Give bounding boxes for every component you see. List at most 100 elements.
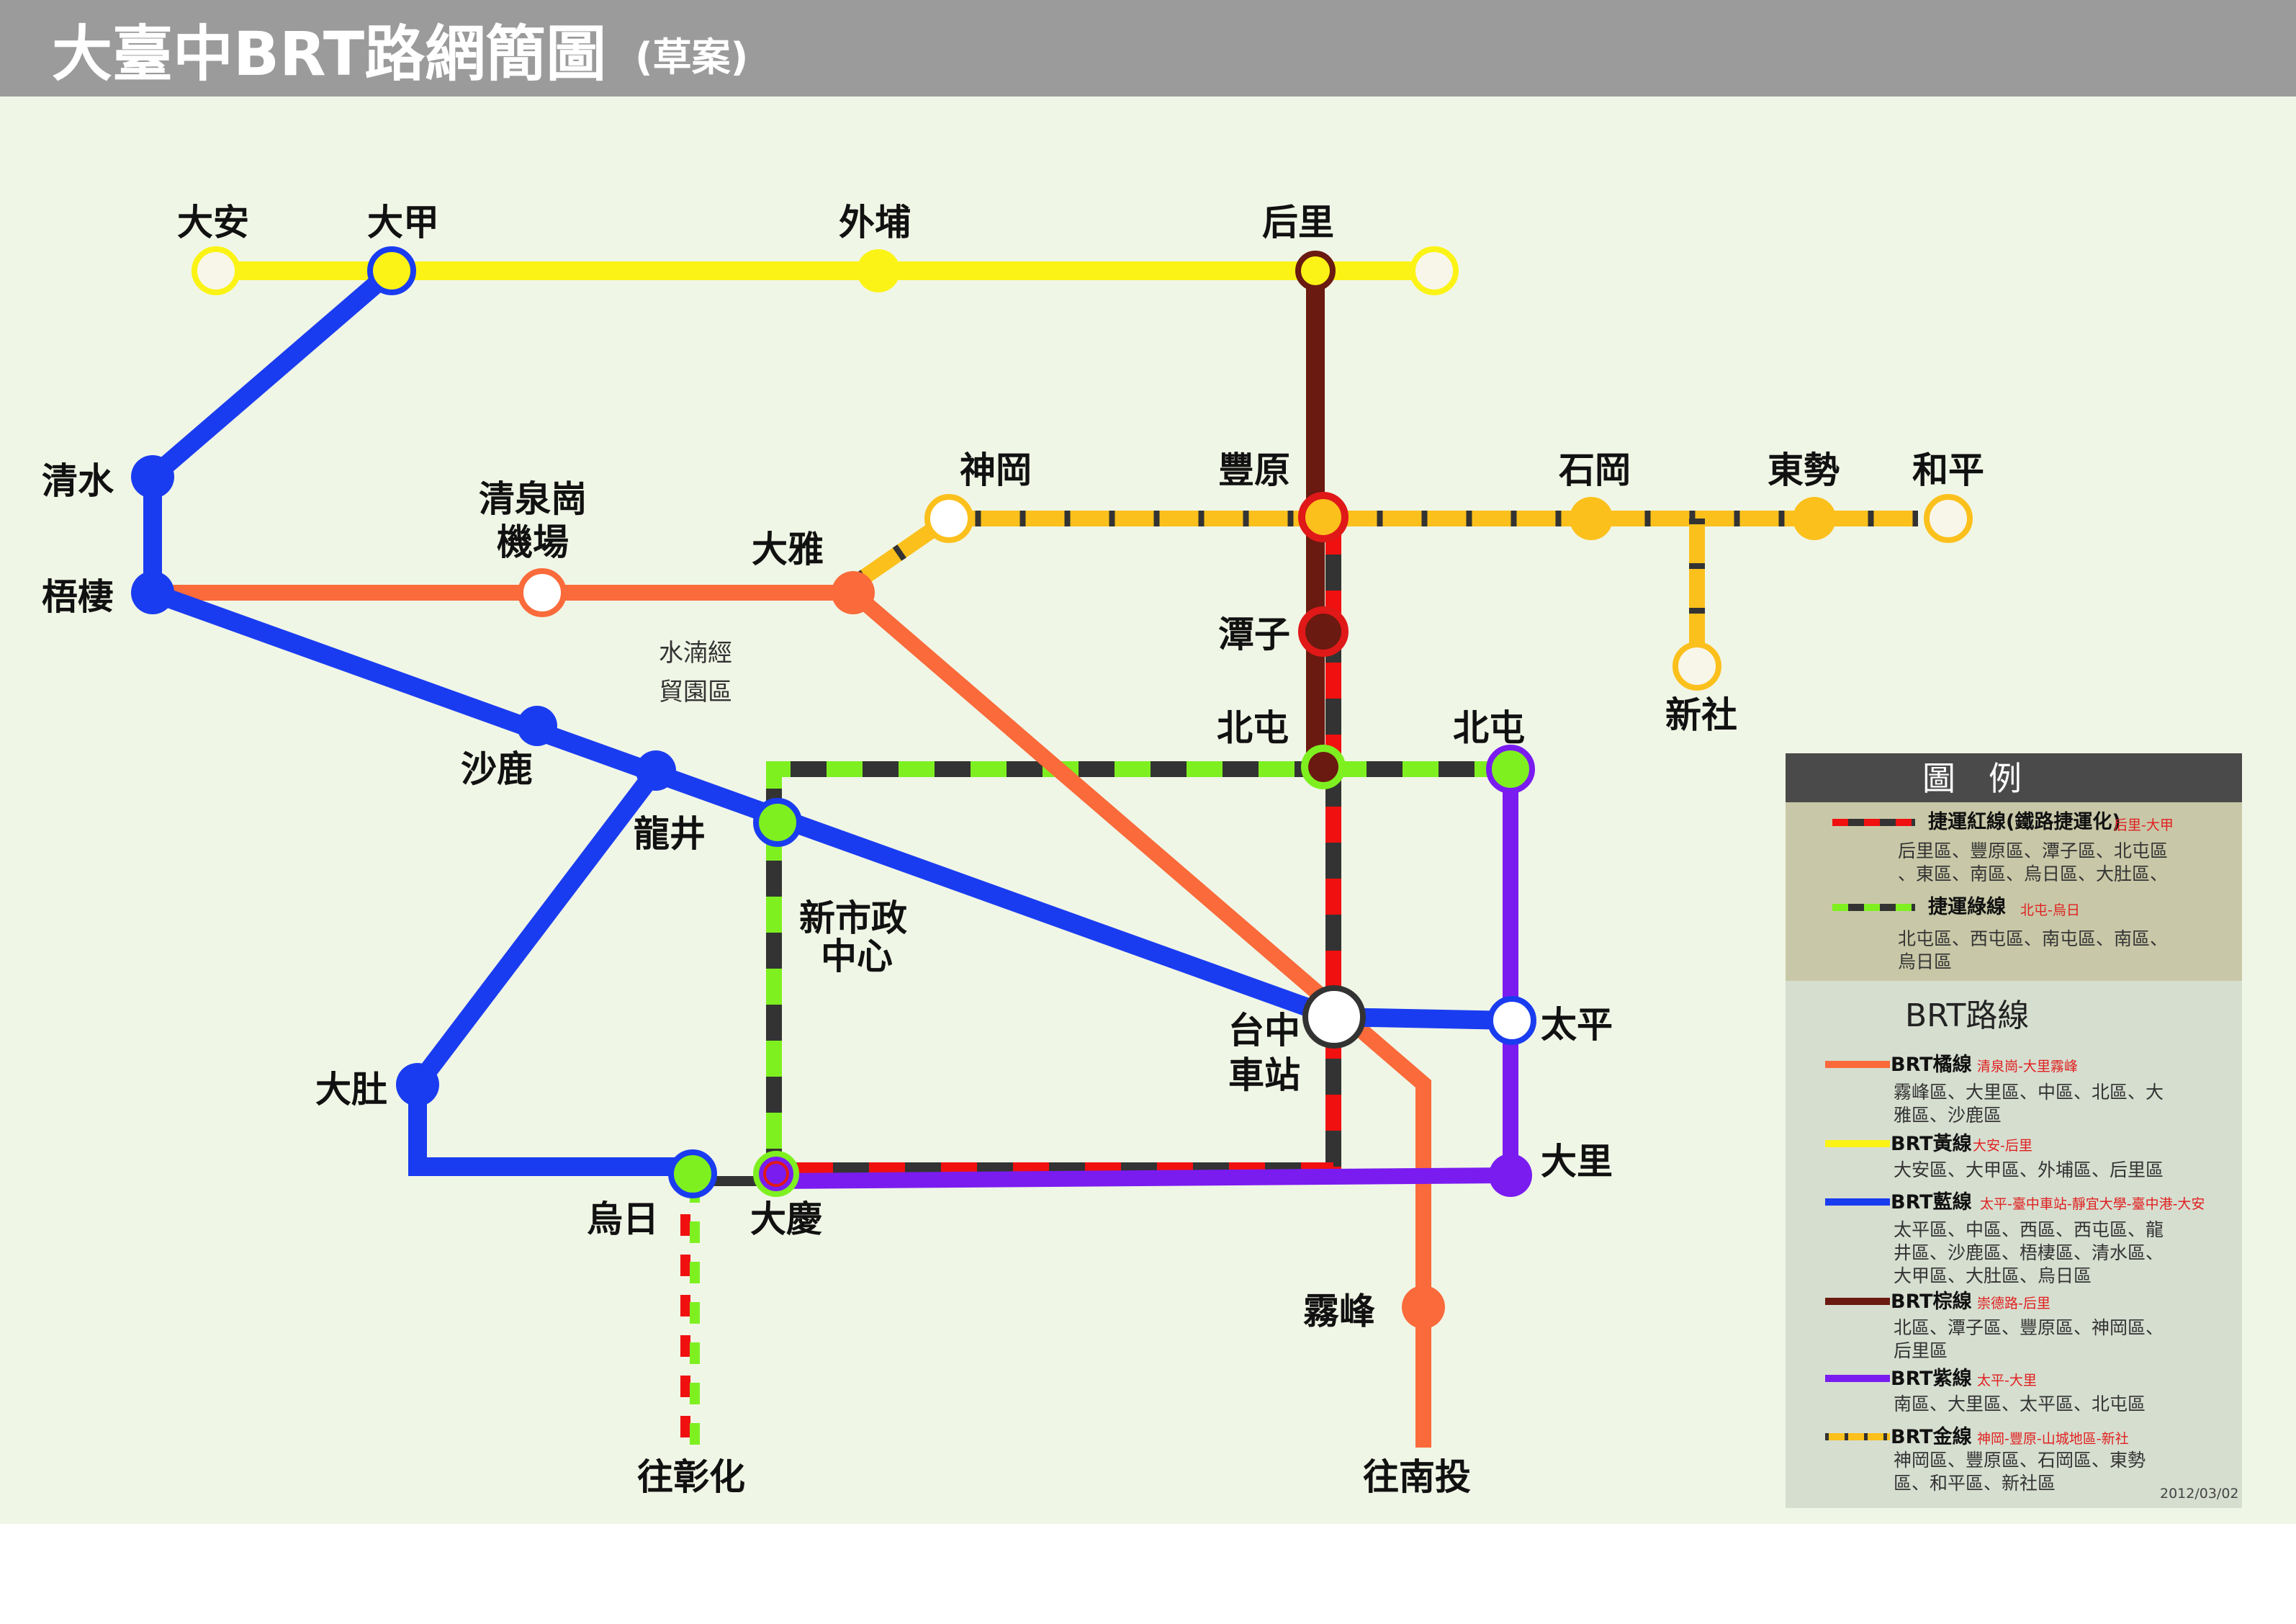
page-title: 大臺中BRT路網簡圖 (52, 19, 606, 89)
label-dajia: 大甲 (367, 202, 439, 243)
header-bar (0, 0, 2296, 97)
label-taichung-1: 台中 (1228, 1010, 1300, 1051)
legend-yellow-name: BRT黃線 (1891, 1132, 1972, 1155)
legend-mrt-green-route: 北屯-烏日 (2020, 902, 2080, 918)
legend-purple-name: BRT紫線 (1891, 1367, 1972, 1390)
station-fengyuan-marker[interactable] (1298, 492, 1349, 542)
legend-brown-route: 崇德路-后里 (1977, 1296, 2050, 1311)
station-beitun-marker[interactable] (1301, 745, 1346, 789)
label-beitun-left: 北屯 (1217, 707, 1289, 749)
station-qingshui-marker[interactable] (131, 455, 174, 498)
label-beitun-right: 北屯 (1453, 707, 1525, 749)
label-civic-2: 中心 (821, 936, 893, 977)
page-subtitle: (草案) (635, 35, 748, 80)
station-daya-marker[interactable] (832, 571, 875, 614)
legend-gold-route: 神岡-豐原-山城地區-新社 (1977, 1431, 2129, 1447)
legend-orange-name: BRT橘線 (1891, 1053, 1972, 1076)
label-shalu: 沙鹿 (461, 748, 533, 790)
station-heping-marker[interactable] (1924, 494, 1973, 543)
station-tanzi-marker[interactable] (1298, 606, 1349, 657)
label-wufeng: 霧峰 (1303, 1291, 1375, 1332)
legend-brown-desc-1: 北區、潭子區、豐原區、神岡區、 (1894, 1317, 2164, 1338)
station-dongshi-marker[interactable] (1793, 497, 1836, 540)
legend-blue-route: 太平-臺中車站-靜宜大學-臺中港-大安 (1980, 1196, 2205, 1212)
legend-blue-name: BRT藍線 (1891, 1190, 1972, 1213)
label-fengyuan: 豐原 (1218, 449, 1290, 491)
legend-orange-route: 清泉崗-大里霧峰 (1977, 1059, 2078, 1075)
station-shengang-marker[interactable] (924, 494, 973, 543)
label-taiping: 太平 (1541, 1004, 1613, 1046)
station-dadu-marker[interactable] (396, 1063, 439, 1106)
legend-brt-heading: BRT路線 (1905, 997, 2029, 1034)
legend-blue-desc-1: 太平區、中區、西區、西屯區、龍 (1894, 1219, 2164, 1240)
label-longjing: 龍井 (634, 813, 706, 855)
label-to-changhua: 往彰化 (637, 1456, 745, 1498)
legend-brt-section (1786, 981, 2242, 1508)
label-dongshi: 東勢 (1768, 449, 1840, 491)
station-shigang-marker[interactable] (1570, 497, 1613, 540)
legend-mrt-green-desc-1: 北屯區、西屯區、南屯區、南區、 (1898, 928, 2168, 949)
station-wuri-marker[interactable] (668, 1149, 717, 1198)
legend-purple-route: 太平-大里 (1977, 1373, 2037, 1389)
legend-brown-name: BRT棕線 (1891, 1290, 1972, 1313)
station-dali-marker[interactable] (1489, 1154, 1532, 1197)
legend: 圖 例 捷運紅線(鐵路捷運化) 后里-大甲 后里區、豐原區、潭子區、北屯區 、東… (1786, 753, 2242, 1508)
legend-header-bg (1786, 753, 2242, 802)
station-longjing-marker[interactable] (636, 750, 676, 791)
legend-gold-desc-2: 區、和平區、新社區 (1894, 1473, 2056, 1494)
label-waipu: 外埔 (839, 202, 911, 243)
legend-blue-desc-3: 大甲區、大肚區、烏日區 (1894, 1265, 2092, 1286)
legend-gold-name: BRT金線 (1891, 1425, 1972, 1448)
label-shengang: 神岡 (960, 449, 1032, 491)
label-airport-2: 機場 (497, 521, 569, 563)
station-taiping-marker[interactable] (1487, 996, 1536, 1045)
legend-mrt-red-desc-1: 后里區、豐原區、潭子區、北屯區 (1898, 840, 2168, 861)
brt-orange-line (153, 585, 1431, 1448)
station-dajia-marker[interactable] (367, 246, 416, 295)
legend-mrt-red-desc-2: 、東區、南區、烏日區、大肚區、 (1898, 863, 2168, 884)
station-civic-center-marker[interactable] (753, 798, 802, 847)
legend-orange-desc-1: 霧峰區、大里區、中區、北區、大 (1894, 1082, 2164, 1103)
station-wuqi-marker[interactable] (131, 571, 174, 614)
legend-purple-desc-1: 南區、大里區、太平區、北屯區 (1894, 1394, 2146, 1414)
station-beitun-east-marker[interactable] (1486, 745, 1535, 794)
legend-yellow-desc-1: 大安區、大甲區、外埔區、后里區 (1894, 1159, 2164, 1180)
label-wuri: 烏日 (587, 1198, 659, 1240)
label-trade-zone-2: 貿園區 (659, 678, 732, 706)
legend-mrt-green-desc-2: 烏日區 (1898, 951, 1952, 972)
station-yellow-end-marker[interactable] (1410, 246, 1459, 295)
station-taichung-marker[interactable] (1302, 985, 1366, 1049)
label-shigang: 石岡 (1559, 449, 1631, 491)
legend-gold-desc-1: 神岡區、豐原區、石岡區、東勢 (1894, 1450, 2146, 1471)
legend-mrt-red-route: 后里-大甲 (2114, 817, 2174, 833)
brt-blue-line-south (408, 765, 693, 1176)
label-dali: 大里 (1541, 1141, 1613, 1183)
label-daan: 大安 (177, 202, 249, 243)
label-taichung-2: 車站 (1228, 1054, 1300, 1096)
station-shalu-marker[interactable] (517, 706, 557, 746)
legend-orange-desc-2: 雅區、沙鹿區 (1894, 1105, 2002, 1126)
label-trade-zone-1: 水湳經 (659, 639, 732, 668)
label-civic-1: 新市政 (799, 897, 907, 939)
station-houli-marker[interactable] (1295, 251, 1336, 291)
legend-mrt-red-name: 捷運紅線(鐵路捷運化) (1928, 810, 2121, 833)
station-airport-marker[interactable] (518, 568, 567, 617)
legend-yellow-route: 大安-后里 (1973, 1138, 2032, 1154)
legend-mrt-green-name: 捷運綠線 (1928, 895, 2006, 918)
station-xinshe-marker[interactable] (1673, 642, 1721, 691)
label-tanzi: 潭子 (1218, 614, 1290, 655)
station-daan-marker[interactable] (192, 246, 240, 295)
station-wufeng-marker[interactable] (1402, 1286, 1445, 1329)
label-airport-1: 清泉崗 (479, 478, 587, 520)
label-daya: 大雅 (752, 529, 824, 570)
label-xinshe: 新社 (1665, 694, 1737, 736)
label-heping: 和平 (1912, 449, 1984, 491)
station-waipu-marker[interactable] (857, 249, 900, 292)
label-dadu: 大肚 (315, 1069, 387, 1111)
legend-date: 2012/03/02 (2160, 1486, 2239, 1502)
label-daqing: 大慶 (750, 1198, 822, 1240)
legend-title: 圖 例 (1922, 759, 2022, 798)
label-to-nantou: 往南投 (1363, 1456, 1471, 1498)
legend-brown-desc-2: 后里區 (1894, 1340, 1948, 1361)
